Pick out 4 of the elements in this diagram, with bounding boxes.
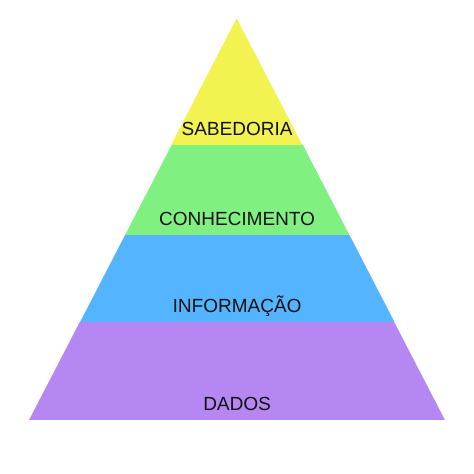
level-label: SABEDORIA: [180, 119, 294, 141]
level-label: DADOS: [202, 394, 272, 416]
level-label: CONHECIMENTO: [158, 209, 316, 231]
level-label: INFORMAÇÃO: [172, 296, 302, 318]
